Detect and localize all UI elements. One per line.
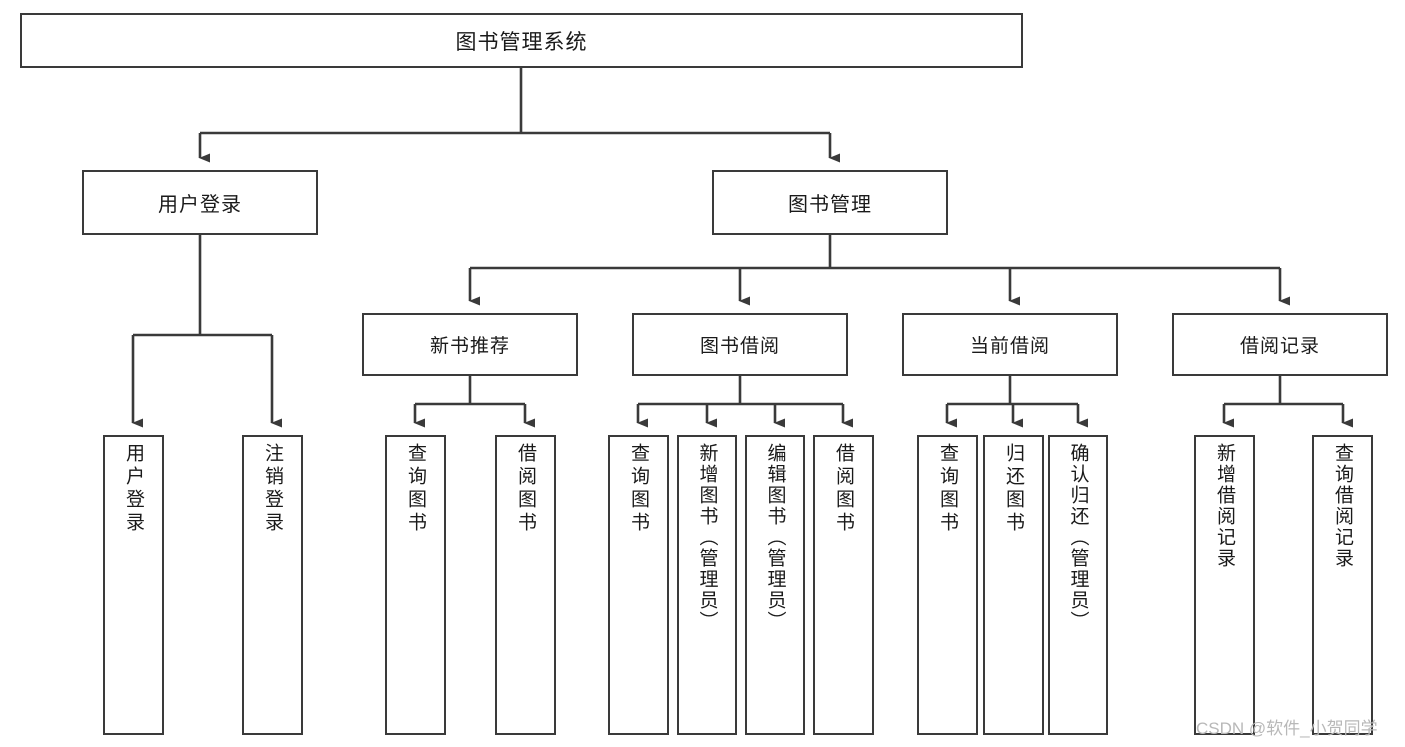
leaf-logout[interactable]: 注销登录 bbox=[242, 435, 303, 735]
node-label: 图书管理 bbox=[788, 194, 872, 216]
leaf-borrow-book-recommendation[interactable]: 借阅图书 bbox=[495, 435, 556, 735]
node-label: 当前借阅 bbox=[969, 336, 1050, 357]
node-label: 图书借阅 bbox=[699, 336, 780, 357]
node-borrowing-records[interactable]: 借阅记录 bbox=[1172, 313, 1388, 376]
node-label: 查询图书 bbox=[937, 443, 958, 535]
node-label: 查询图书 bbox=[628, 443, 649, 535]
node-label: 新书推荐 bbox=[429, 336, 510, 357]
leaf-confirm-return-admin[interactable]: 确认归还（管理员） bbox=[1048, 435, 1108, 735]
node-label: 借阅记录 bbox=[1239, 336, 1320, 357]
node-root-book-management-system[interactable]: 图书管理系统 bbox=[20, 13, 1023, 68]
leaf-query-book-borrowing[interactable]: 查询图书 bbox=[608, 435, 669, 735]
node-label: 查询图书 bbox=[405, 443, 426, 535]
leaf-query-book-current[interactable]: 查询图书 bbox=[917, 435, 978, 735]
leaf-add-book-admin[interactable]: 新增图书（管理员） bbox=[677, 435, 737, 735]
node-label: 新增借阅记录 bbox=[1214, 443, 1235, 569]
node-user-login[interactable]: 用户登录 bbox=[82, 170, 318, 235]
node-label: 确认归还（管理员） bbox=[1067, 443, 1089, 632]
node-label: 用户登录 bbox=[158, 194, 242, 216]
node-book-management[interactable]: 图书管理 bbox=[712, 170, 948, 235]
leaf-return-book[interactable]: 归还图书 bbox=[983, 435, 1044, 735]
csdn-watermark: CSDN @软件_小贺同学 bbox=[1196, 719, 1378, 738]
leaf-edit-book-admin[interactable]: 编辑图书（管理员） bbox=[745, 435, 805, 735]
leaf-user-login[interactable]: 用户登录 bbox=[103, 435, 164, 735]
node-label: 归还图书 bbox=[1003, 443, 1024, 535]
leaf-query-borrowing-record[interactable]: 查询借阅记录 bbox=[1312, 435, 1373, 735]
leaf-borrow-book-borrowing[interactable]: 借阅图书 bbox=[813, 435, 874, 735]
node-label: 借阅图书 bbox=[833, 443, 854, 535]
node-label: 编辑图书（管理员） bbox=[764, 443, 786, 632]
leaf-query-book-recommendation[interactable]: 查询图书 bbox=[385, 435, 446, 735]
node-label: 用户登录 bbox=[123, 443, 144, 535]
node-current-borrowing[interactable]: 当前借阅 bbox=[902, 313, 1118, 376]
node-label: 借阅图书 bbox=[515, 443, 536, 535]
node-new-book-recommendation[interactable]: 新书推荐 bbox=[362, 313, 578, 376]
node-label: 图书管理系统 bbox=[455, 30, 588, 54]
node-label: 查询借阅记录 bbox=[1332, 443, 1353, 569]
node-book-borrowing[interactable]: 图书借阅 bbox=[632, 313, 848, 376]
node-label: 注销登录 bbox=[262, 443, 283, 535]
leaf-add-borrowing-record[interactable]: 新增借阅记录 bbox=[1194, 435, 1255, 735]
node-label: 新增图书（管理员） bbox=[696, 443, 718, 632]
